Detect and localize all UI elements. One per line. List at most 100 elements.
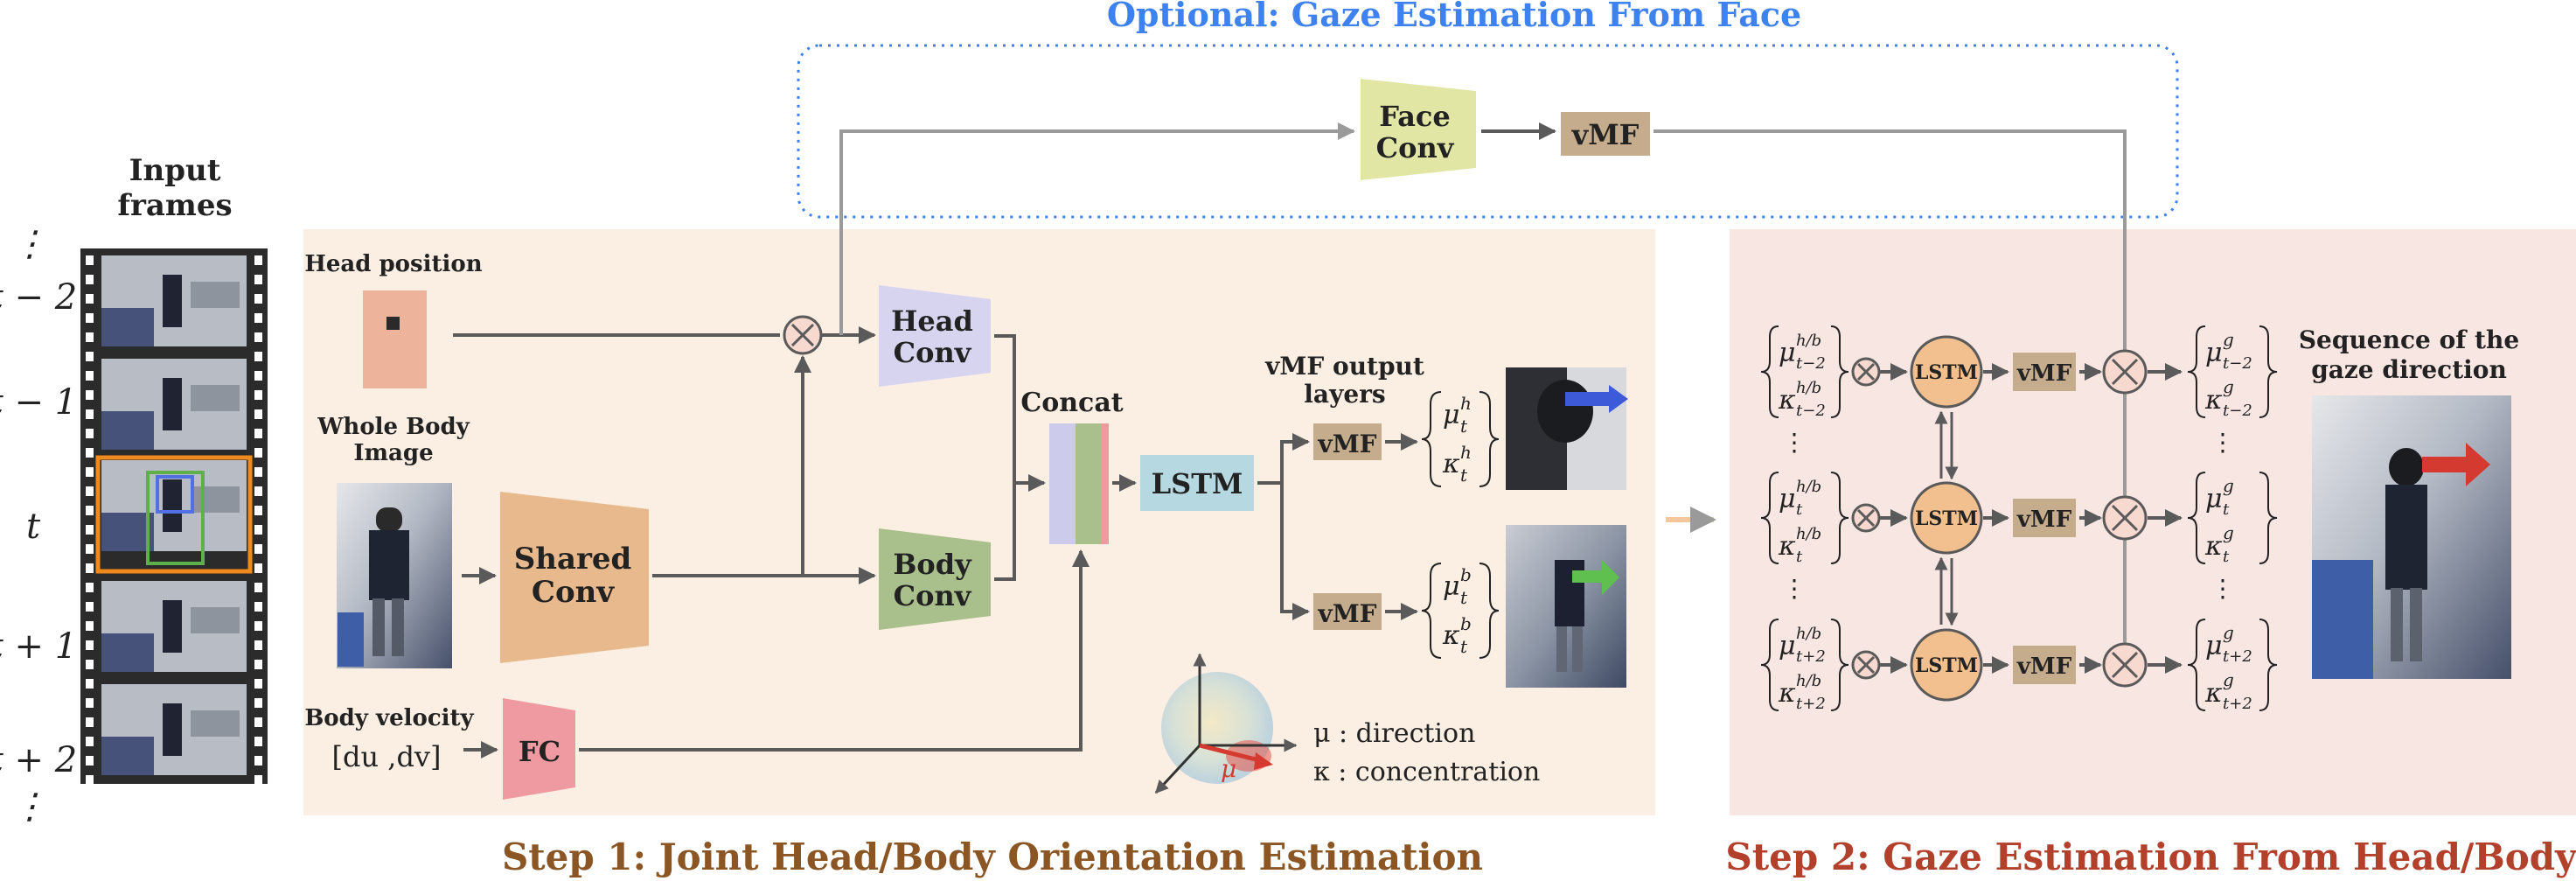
sprocket-hole [86, 275, 94, 284]
sprocket-hole [254, 332, 262, 342]
input-subscript: t−2 [1796, 354, 1826, 373]
sprocket-hole [86, 390, 94, 400]
sequence-label-line2: gaze direction [2311, 355, 2507, 384]
input-superscript: h/b [1796, 332, 1821, 350]
sprocket-hole [86, 352, 94, 361]
kappa-symbol: κ [1778, 531, 1796, 562]
body-output-params: μ b t κ b t [1421, 563, 1500, 659]
sprocket-hole [86, 679, 94, 689]
face-vmf-label: vMF [1571, 118, 1640, 151]
sprocket-hole [254, 448, 262, 458]
current-frame-highlight [95, 455, 253, 574]
body-conv-block [879, 528, 991, 630]
mu-symbol: μ [1779, 484, 1796, 514]
sprocket-hole [254, 756, 262, 766]
sprocket-hole [254, 275, 262, 284]
sprocket-hole [86, 544, 94, 554]
kappa-symbol: κ [2204, 678, 2223, 709]
input-superscript: h/b [1796, 379, 1821, 397]
sprocket-hole [86, 756, 94, 766]
sprocket-hole [254, 467, 262, 477]
left-brace [1760, 619, 1779, 711]
sprocket-hole [254, 640, 262, 650]
input-frame [101, 359, 247, 450]
output-subscript: t−2 [2223, 354, 2252, 373]
vmf-label: vMF [2016, 507, 2072, 533]
svg-text:μ: μ [1443, 400, 1460, 430]
sprocket-hole [86, 583, 94, 592]
vmf-block [2013, 353, 2076, 391]
output-subscript: t+2 [2223, 647, 2252, 666]
input-superscript: h/b [1796, 525, 1821, 543]
time-label-t-minus-1: t − 1 [0, 382, 77, 423]
mu-symbol: μ [1779, 338, 1796, 368]
time-label-t-minus-2: t − 2 [0, 277, 77, 318]
sprocket-hole [254, 621, 262, 631]
vmf-output-label-line2: layers [1304, 380, 1385, 409]
input-superscript: h/b [1796, 672, 1821, 690]
right-brace [1830, 472, 1849, 564]
sprocket-hole [254, 525, 262, 535]
head-output-image [1506, 367, 1628, 490]
lstm-cell [1910, 335, 1983, 409]
head-bbox [156, 475, 194, 514]
head-conv-block [879, 285, 991, 387]
head-position-dot [386, 317, 400, 330]
svg-text:b: b [1460, 564, 1472, 585]
sprocket-hole [86, 255, 94, 265]
shared-conv-block [500, 492, 649, 663]
vmf-block [2013, 499, 2076, 537]
lstm-cell [1910, 628, 1983, 702]
left-brace [1760, 325, 1779, 418]
lstm-cell [1910, 481, 1983, 555]
vdots-top: ⋮ [12, 224, 47, 264]
svg-text:κ: κ [1442, 620, 1460, 651]
left-brace [2187, 619, 2206, 711]
sprocket-hole [86, 429, 94, 438]
sprocket-hole [254, 737, 262, 746]
svg-text:h: h [1460, 442, 1472, 463]
input-frame [101, 684, 247, 775]
shared-conv-label-line2: Conv [532, 575, 615, 610]
body-velocity-label: Body velocity [304, 705, 474, 731]
sprocket-hole [254, 313, 262, 323]
sprocket-hole [86, 525, 94, 535]
face-vmf-block [1561, 112, 1650, 156]
vmf-body-block [1313, 593, 1382, 630]
sprocket-hole [254, 255, 262, 265]
gaze-sequence-image [2312, 395, 2511, 679]
sprocket-hole [254, 602, 262, 612]
sprocket-hole [254, 409, 262, 419]
output-subscript: t [2223, 500, 2230, 519]
face-conv-label-line2: Conv [1376, 131, 1455, 164]
optional-title: Optional: Gaze Estimation From Face [1107, 0, 1801, 34]
vdots: ⋮ [2210, 574, 2235, 603]
lstm-cell-label: LSTM [1915, 361, 1978, 384]
svg-text:κ: κ [1442, 449, 1460, 479]
input-title-line1: Input [129, 153, 221, 188]
vmf-sphere-illustration: μ [1154, 653, 1298, 794]
sprocket-hole [86, 640, 94, 650]
mu-symbol: μ [2205, 631, 2223, 661]
left-brace [1760, 472, 1779, 564]
vmf-body-label: vMF [1317, 599, 1376, 628]
time-label-t-plus-1: t + 1 [0, 626, 77, 667]
sprocket-hole [254, 429, 262, 438]
kappa-symbol: κ [1778, 678, 1796, 709]
vmf-label: vMF [2016, 654, 2072, 680]
film-strip [80, 248, 268, 785]
input-frame [101, 255, 247, 346]
sprocket-hole [86, 332, 94, 342]
output-superscript: g [2223, 522, 2234, 543]
svg-text:b: b [1460, 613, 1472, 634]
head-conv-label-line2: Conv [894, 336, 972, 369]
sprocket-hole [86, 563, 94, 573]
sprocket-hole [86, 467, 94, 477]
input-subscript: t−2 [1796, 402, 1826, 420]
optional-face-region [797, 44, 2179, 219]
vmf-output-label-line1: vMF output [1264, 352, 1424, 381]
time-label-t-plus-2: t + 2 [0, 740, 77, 780]
step2-title: Step 2: Gaze Estimation From Head/Body [1725, 836, 2576, 878]
